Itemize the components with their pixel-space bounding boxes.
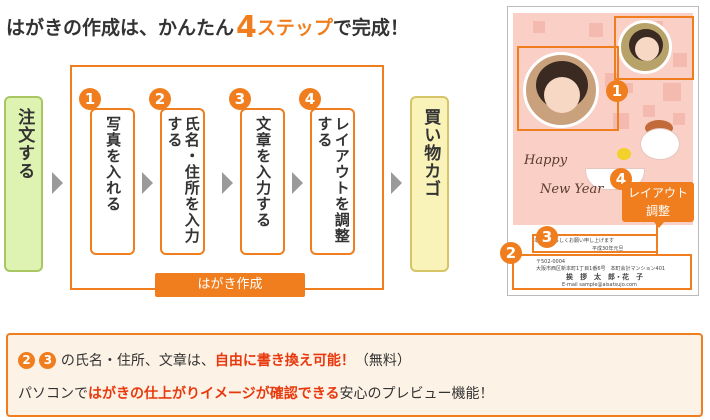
message-line-1: 本年もよろしくお願い申し上げます	[534, 238, 615, 244]
note-text: 安心のプレビュー機能！	[339, 386, 494, 402]
note-text: パソコンで	[18, 386, 88, 402]
step-3-number-badge: 3	[229, 88, 251, 110]
greeting-happy: Happy	[524, 153, 568, 168]
step-2-number-badge: 2	[149, 88, 171, 110]
note-highlight: はがきの仕上がりイメージが確認できる	[88, 386, 340, 402]
headline: はがきの作成は、かんたん4ステップで完成！	[6, 10, 409, 45]
dog-illustration	[640, 128, 680, 160]
tooltip-line-1: レイアウト	[627, 186, 688, 200]
headline-steps: ステップ	[256, 17, 333, 39]
photo-highlight-frame	[614, 16, 694, 80]
headline-number: 4	[236, 10, 257, 45]
tooltip-line-2: 調整	[645, 204, 670, 218]
step-1-label: 写真を入れる	[104, 116, 123, 212]
step-3-label: 文章を入力する	[254, 116, 273, 228]
headline-part3: で完成！	[332, 17, 409, 39]
step-3-box[interactable]: 文章を入力する	[240, 108, 285, 255]
step-2-label: 氏名・住所を入力する	[165, 116, 201, 244]
arrow-right-icon	[222, 172, 233, 194]
cart-label: 買い物カゴ	[420, 108, 441, 198]
order-box[interactable]: 注文する	[4, 96, 43, 272]
callout-3-badge: 3	[536, 226, 558, 248]
callout-1-badge: 1	[606, 80, 628, 102]
photo-child-2	[618, 20, 672, 74]
step-4-label: レイアウトを調整する	[315, 116, 351, 244]
note-text: （無料）	[354, 353, 411, 369]
photo-highlight-frame	[517, 46, 619, 131]
greeting-new-year: New Year	[540, 182, 604, 197]
address-line: 大阪市西区新本町1丁目1番6号 本町会計マンション401	[536, 266, 666, 272]
message-line-2: 平成30年元旦	[592, 246, 624, 252]
note-text: の氏名・住所、文章は、	[60, 353, 215, 369]
badge-3: 3	[39, 352, 57, 369]
arrow-right-icon	[292, 172, 303, 194]
step-1-box[interactable]: 写真を入れる	[90, 108, 135, 255]
callout-connector	[656, 222, 658, 256]
arrow-right-icon	[391, 172, 402, 194]
headline-part1: はがきの作成は、かんたん	[6, 17, 235, 39]
badge-2: 2	[18, 352, 35, 369]
address-highlight-frame	[512, 254, 692, 290]
step-4-number-badge: 4	[299, 88, 321, 110]
feature-note-line-2: パソコンではがきの仕上がりイメージが確認できる安心のプレビュー機能！	[18, 383, 493, 403]
feature-note-line-1: 2 3 の氏名・住所、文章は、自由に書き換え可能！（無料）	[18, 350, 411, 370]
arrow-right-icon	[52, 172, 63, 194]
callout-2-badge: 2	[500, 242, 522, 264]
hagaki-creation-label: はがき作成	[155, 273, 305, 297]
note-highlight: 自由に書き換え可能！	[214, 353, 355, 369]
feature-note-box	[6, 333, 703, 417]
step-4-box[interactable]: レイアウトを調整する	[310, 108, 355, 255]
duck-illustration	[617, 148, 631, 160]
arrow-right-icon	[142, 172, 153, 194]
order-label: 注文する	[14, 108, 35, 180]
email-line: E-mail sample@aisatsujo.com	[562, 282, 637, 288]
photo-child-1	[523, 52, 599, 128]
postal-code: 〒502-0004	[536, 259, 566, 265]
layout-adjust-tooltip: レイアウト 調整	[622, 182, 694, 222]
tooltip-tail	[654, 222, 664, 228]
cart-box[interactable]: 買い物カゴ	[410, 96, 449, 272]
name-line: 挨 拶 太 郎・花 子	[566, 273, 643, 281]
step-1-number-badge: 1	[79, 88, 101, 110]
step-2-box[interactable]: 氏名・住所を入力する	[160, 108, 205, 255]
